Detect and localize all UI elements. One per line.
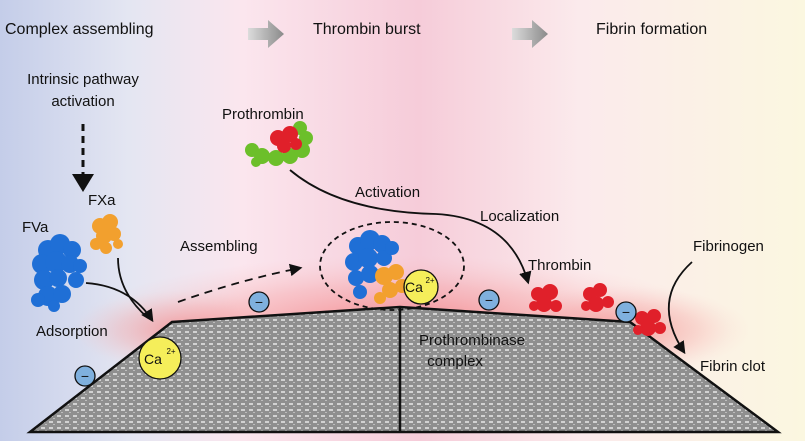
activation-arrow <box>289 169 532 285</box>
prothrombinase-complex-label: complex <box>427 353 483 370</box>
stage-complex-assembling: Complex assembling <box>5 21 154 38</box>
stage-arrow-icon <box>248 20 284 48</box>
svg-text:−: − <box>622 304 630 320</box>
fva-protein <box>31 234 87 312</box>
fva-label: FVa <box>22 219 49 236</box>
fibrinogen-label: Fibrinogen <box>693 238 764 255</box>
thrombin-protein <box>581 283 614 312</box>
intrinsic-activation-label: activation <box>51 93 114 110</box>
prothrombin-label: Prothrombin <box>222 106 304 123</box>
adsorption-arrow <box>85 282 154 323</box>
prothrombin-protein <box>245 121 313 167</box>
svg-text:−: − <box>485 292 493 308</box>
negative-charge-icon: − <box>248 291 270 313</box>
intrinsic-pathway-label: Intrinsic pathway <box>27 71 139 88</box>
membrane-calcium-ion: Ca 2+ <box>138 336 182 380</box>
complex-fva-protein <box>345 230 399 299</box>
activation-label: Activation <box>355 184 420 201</box>
complex-calcium-ion: Ca 2+ <box>403 269 439 305</box>
negative-charge-icon: − <box>615 301 637 323</box>
thrombin-protein <box>633 309 666 336</box>
fxa-label: FXa <box>88 192 116 209</box>
svg-text:2+: 2+ <box>166 347 175 356</box>
svg-text:Ca: Ca <box>405 279 423 295</box>
intrinsic-arrow-head-icon <box>72 174 94 192</box>
stage-thrombin-burst: Thrombin burst <box>313 21 421 38</box>
fxa-protein <box>90 214 123 254</box>
thrombin-label: Thrombin <box>528 257 591 274</box>
prothrombinase-label: Prothrombinase <box>419 332 525 349</box>
fxa-adsorption-arrow <box>117 257 149 319</box>
svg-text:−: − <box>81 368 89 384</box>
assembling-label: Assembling <box>180 238 258 255</box>
localization-label: Localization <box>480 208 559 225</box>
stage-arrow-icon <box>512 20 548 48</box>
assembling-dashed-arrow <box>177 263 303 303</box>
svg-text:2+: 2+ <box>425 276 434 285</box>
svg-text:Ca: Ca <box>144 351 162 367</box>
adsorption-label: Adsorption <box>36 323 108 340</box>
negative-charge-icon: − <box>74 365 96 387</box>
prothrombinase-dashed-ellipse <box>319 221 465 311</box>
thrombin-protein <box>529 284 562 312</box>
svg-text:−: − <box>255 294 263 310</box>
fibrin-formation-arrow <box>667 261 693 355</box>
negative-charge-icon: − <box>478 289 500 311</box>
fibrin-clot-label: Fibrin clot <box>700 358 766 375</box>
stage-fibrin-formation: Fibrin formation <box>596 21 707 38</box>
